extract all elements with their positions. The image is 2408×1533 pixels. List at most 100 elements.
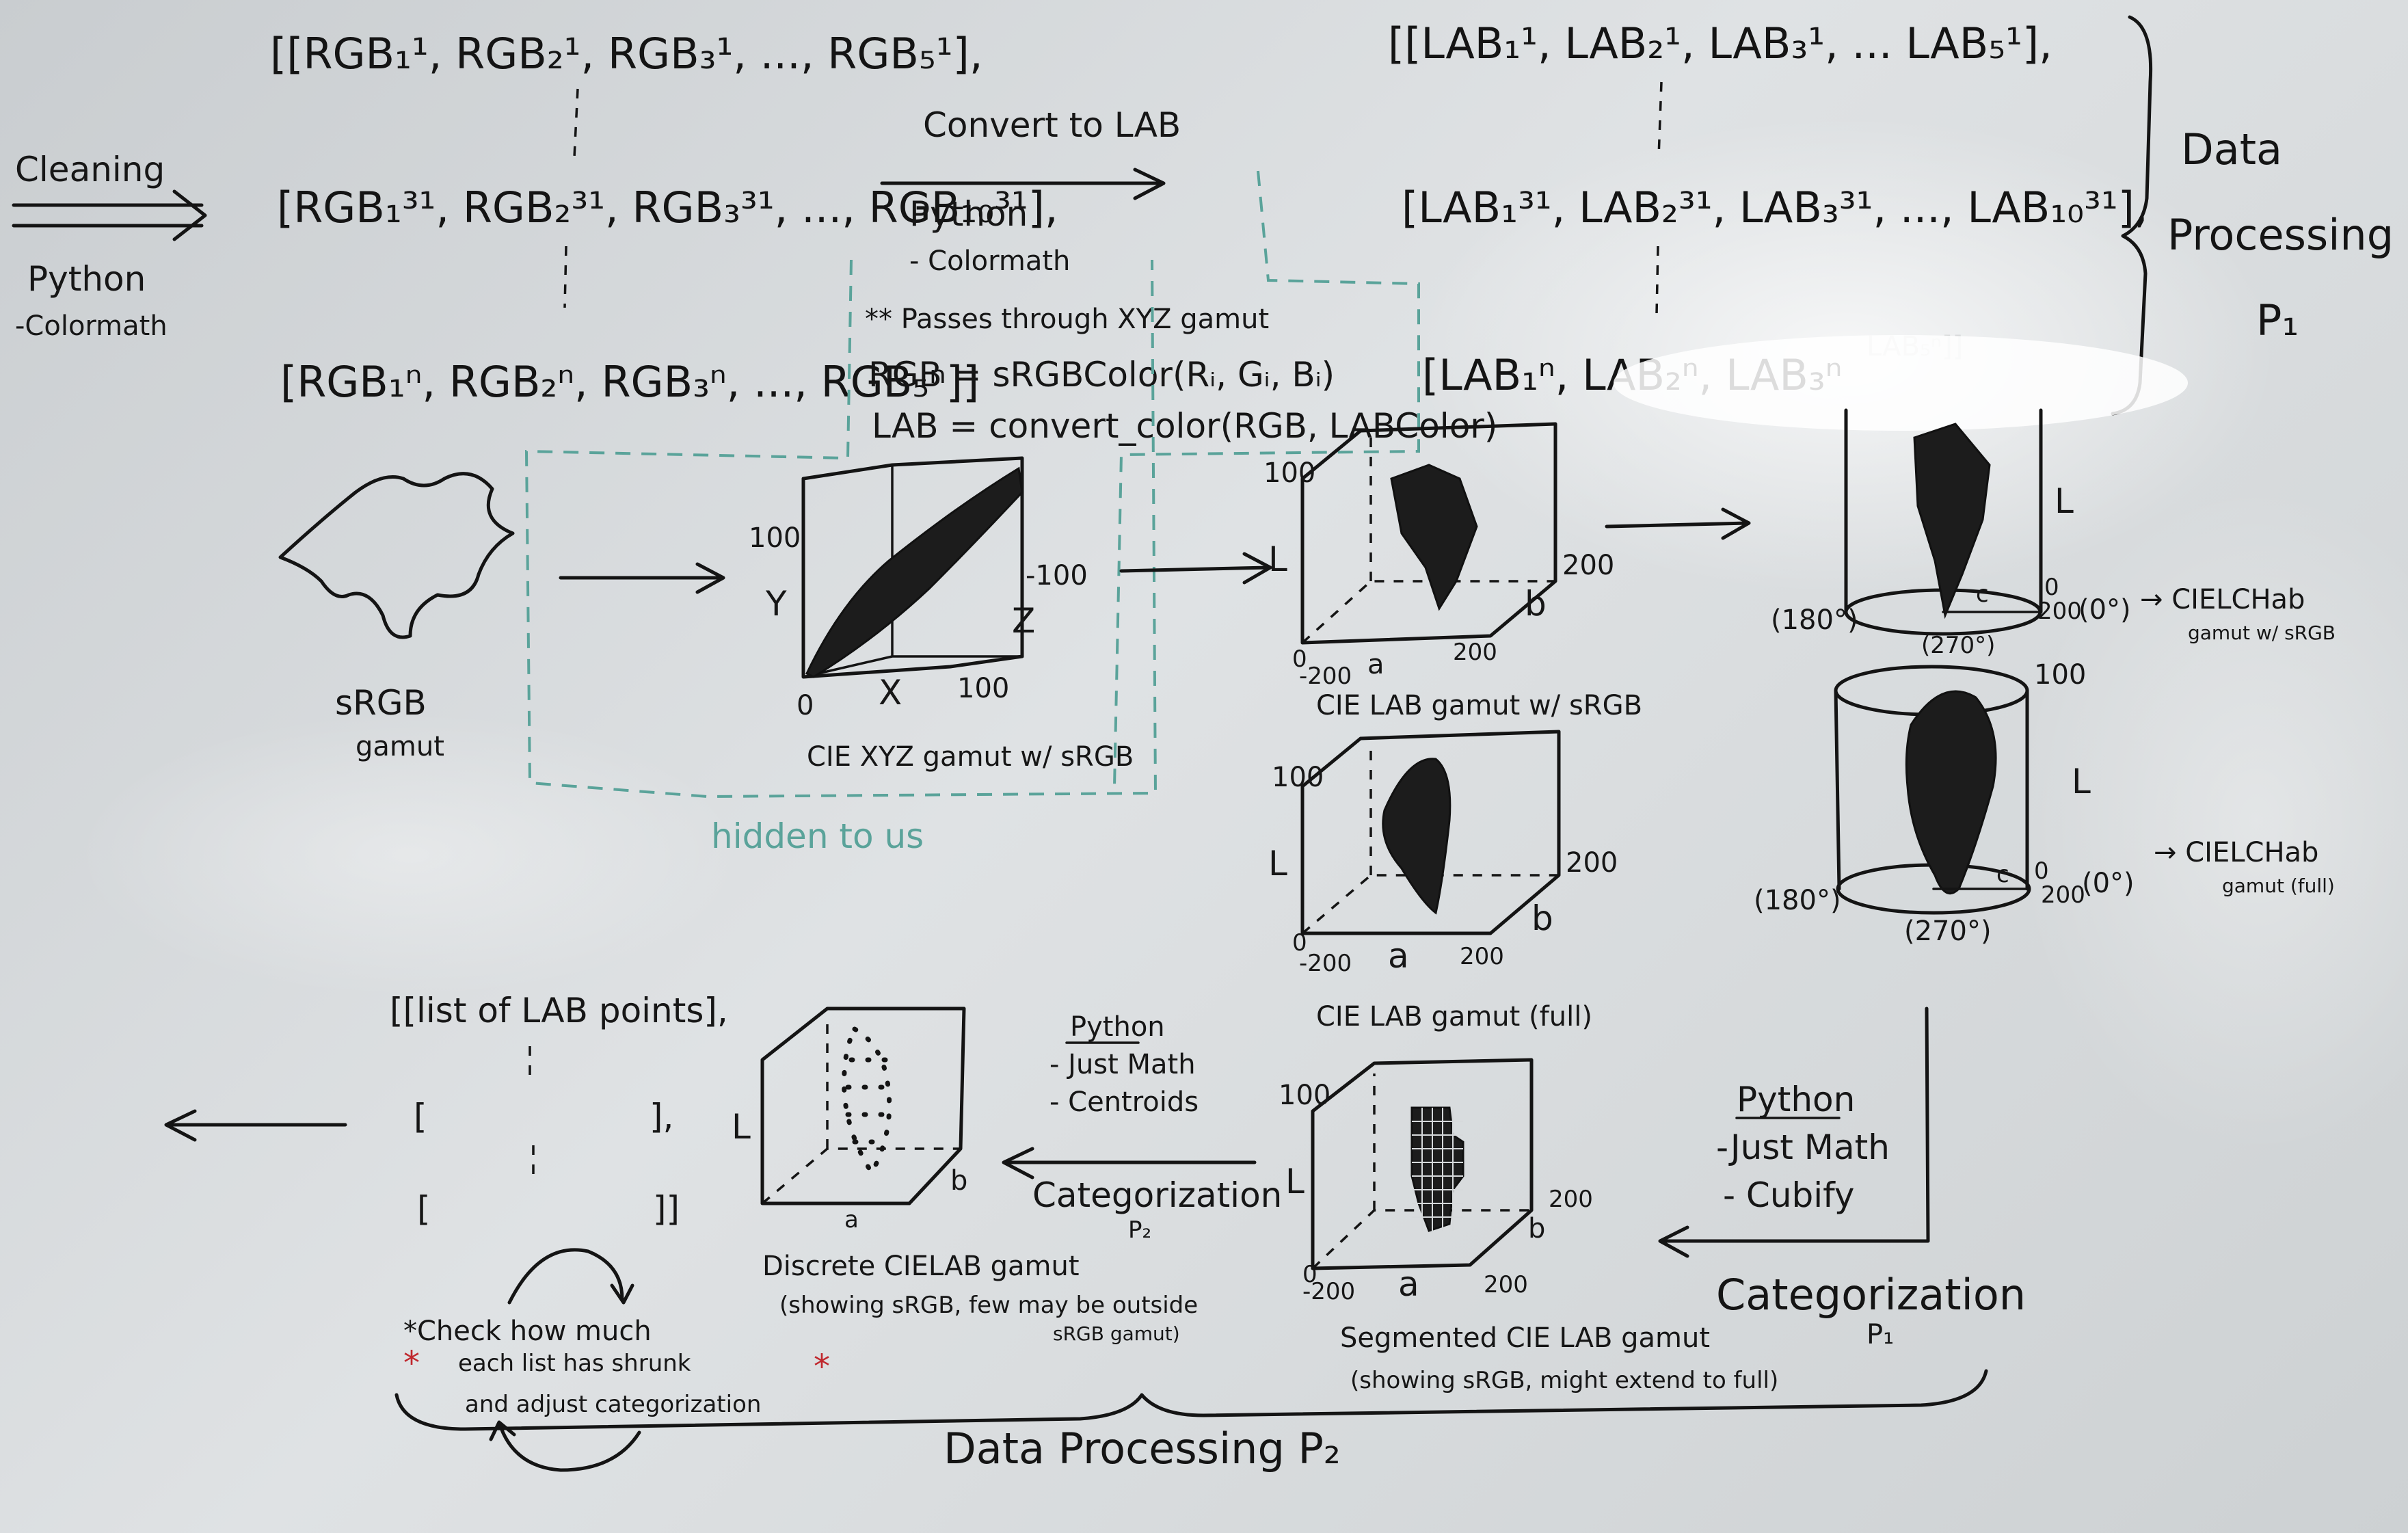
xyz-gamut-shape [805, 466, 1024, 678]
segmented-grid [1412, 1108, 1463, 1231]
lab-full-axis-a: a [1388, 936, 1409, 976]
cat2-title: Categorization [1032, 1175, 1282, 1215]
lab-full-plot: 100 L 200 b 0 -200 a 200 CIE LAB gamut (… [1268, 730, 1618, 1032]
segmented-box [1311, 1058, 1534, 1270]
cat2-sub: P₂ [1128, 1216, 1151, 1244]
lch-srgb-cylinder-sides [1844, 408, 2043, 614]
lab-list-line-1: [[LAB₁¹, LAB₂¹, LAB₃¹, ... LAB₅¹], [1388, 18, 2052, 68]
arrow-lch-to-segmented [1658, 1007, 1930, 1258]
categorization-p1: Python -Just Math - Cubify Categorizatio… [1658, 1007, 2026, 1350]
check-line-3: and adjust categorization [465, 1391, 761, 1418]
convert-code-1: RGB = sRGBColor(Rᵢ, Gᵢ, Bᵢ) [868, 355, 1335, 395]
check-star-right: * [814, 1348, 830, 1386]
convert-lib: - Colormath [909, 245, 1070, 277]
lab-full-tick-b: 200 [1566, 847, 1618, 879]
cleaning-step: Cleaning Python -Colormath [12, 150, 207, 342]
segmented-axis-b: b [1528, 1213, 1545, 1244]
segmented-axis-l: L [1285, 1162, 1305, 1201]
rgb-ellipsis-vertical-2 [563, 245, 567, 308]
lch-srgb-shape [1913, 423, 1991, 619]
glare-highlight [1614, 335, 2188, 431]
discrete-box [760, 1007, 966, 1205]
convert-title: Convert to LAB [923, 105, 1181, 145]
lab-full-label: CIE LAB gamut (full) [1316, 1001, 1592, 1032]
srgb-blob-shape [278, 472, 515, 639]
xyz-gamut-plot: 100 Y X 100 -100 Z 0 CIE XYZ gamut w/ sR… [749, 456, 1134, 773]
lab-full-tick-a: 200 [1460, 943, 1504, 970]
xyz-axis-x: X [879, 673, 902, 712]
lab-points-list: [[list of LAB points], [ ], [ ]] [164, 991, 728, 1229]
lch-srgb-label-1: → CIELCHab [2140, 584, 2305, 615]
lab-full-box [1300, 730, 1561, 935]
segmented-tick-l: 100 [1279, 1080, 1330, 1111]
discrete-axis-l: L [732, 1107, 751, 1147]
lch-full-tick-0: 0 [2034, 857, 2049, 885]
lch-full-tick-100: 100 [2034, 659, 2086, 691]
brace-top: Data Processing P₁ [2111, 15, 2394, 416]
lch-full-cylinder-sides [1834, 689, 2029, 891]
brace-top-line-2: Processing [2167, 210, 2394, 260]
lab-srgb-tick-b: 200 [1562, 550, 1614, 581]
segmented-label-1: Segmented CIE LAB gamut [1340, 1322, 1710, 1354]
lab-full-tick-neg: -200 [1299, 950, 1352, 977]
lab-srgb-tick-l: 100 [1263, 457, 1315, 489]
arrow-lab-to-lch [1605, 507, 1751, 540]
discrete-label-2: (showing sRGB, few may be outside [779, 1292, 1198, 1319]
cleaning-double-arrow [12, 189, 207, 241]
discrete-axis-b: b [950, 1165, 967, 1197]
cleaning-title: Cleaning [15, 150, 165, 189]
lch-srgb-tick-200: 200 [2037, 598, 2082, 625]
rgb-list-line-3: [RGB₁ⁿ, RGB₂ⁿ, RGB₃ⁿ, ..., RGB₅ⁿ]] [280, 357, 979, 407]
lab-srgb-plot: 100 L 200 b 0 -200 a 200 CIE LAB gamut w… [1263, 422, 1642, 721]
lch-full-deg0: (0°) [2082, 868, 2135, 899]
cleaning-tool: Python [27, 259, 146, 299]
lab-srgb-tick-neg: -200 [1299, 663, 1352, 690]
lab-srgb-axis-l: L [1268, 539, 1287, 579]
lch-srgb-plot: L c (180°) 0 200 (0°) (270°) → CIELCHab … [1771, 408, 2336, 659]
lab-srgb-label: CIE LAB gamut w/ sRGB [1316, 690, 1642, 721]
lch-srgb-deg180: (180°) [1771, 604, 1858, 636]
xyz-tick-z: -100 [1026, 560, 1088, 591]
cat2-step-1: - Just Math [1049, 1049, 1196, 1080]
brace-top-line-3: P₁ [2256, 295, 2299, 345]
segmented-tick-origin: 0 [1302, 1261, 1317, 1288]
cat1-title: Categorization [1716, 1270, 2026, 1320]
rgb-lists: [[RGB₁¹, RGB₂¹, RGB₃¹, ..., RGB₅¹], [RGB… [270, 29, 1058, 407]
xyz-tick-y: 100 [749, 522, 801, 554]
xyz-tick-origin: 0 [797, 690, 814, 721]
segmented-label-2: (showing sRGB, might extend to full) [1350, 1367, 1778, 1394]
segmented-box-back [1311, 1074, 1531, 1270]
lab-full-tick-origin: 0 [1292, 929, 1307, 957]
lch-full-axis-c: c [1996, 861, 2009, 888]
check-star-left: * [403, 1344, 420, 1383]
segmented-axis-a: a [1398, 1264, 1419, 1304]
lab-srgb-box [1300, 422, 1557, 645]
check-line-2: each list has shrunk [458, 1350, 691, 1377]
discrete-plot: L b a Discrete CIELAB gamut (showing sRG… [732, 1007, 1198, 1345]
brace-bottom: Data Processing P₂ [394, 1369, 1988, 1474]
lab-srgb-tick-a: 200 [1453, 639, 1497, 666]
lch-srgb-axis-c: c [1976, 581, 1989, 608]
srgb-label-2: gamut [356, 731, 444, 762]
lab-srgb-box-back [1301, 438, 1555, 644]
rgb-list-line-1: [[RGB₁¹, RGB₂¹, RGB₃¹, ..., RGB₅¹], [270, 29, 983, 79]
lch-srgb-label-2: gamut w/ sRGB [2188, 622, 2336, 644]
lch-srgb-axis-l: L [2055, 481, 2074, 521]
cat2-tool: Python [1070, 1011, 1165, 1043]
lab-full-shape [1382, 758, 1452, 915]
arrow-srgb-to-xyz [559, 562, 725, 594]
convert-arrow [880, 168, 1166, 200]
lch-full-deg180: (180°) [1754, 885, 1841, 916]
srgb-gamut: sRGB gamut [278, 472, 515, 762]
lab-ellipsis-vertical-1 [1657, 81, 1663, 158]
lch-full-plot: 100 L c (180°) 0 200 (0°) (270°) → CIELC… [1754, 659, 2335, 947]
lab-srgb-tick-origin: 0 [1292, 645, 1307, 673]
lch-srgb-deg270: (270°) [1921, 632, 1995, 659]
discrete-point-cloud [842, 1026, 892, 1177]
segmented-plot: 100 L 200 b 0 -200 a 200 Segmented CIE L… [1279, 1058, 1778, 1394]
cat1-step-1: -Just Math [1716, 1128, 1890, 1167]
lab-full-box-back [1301, 745, 1559, 935]
loop-arrow-top [507, 1248, 634, 1305]
